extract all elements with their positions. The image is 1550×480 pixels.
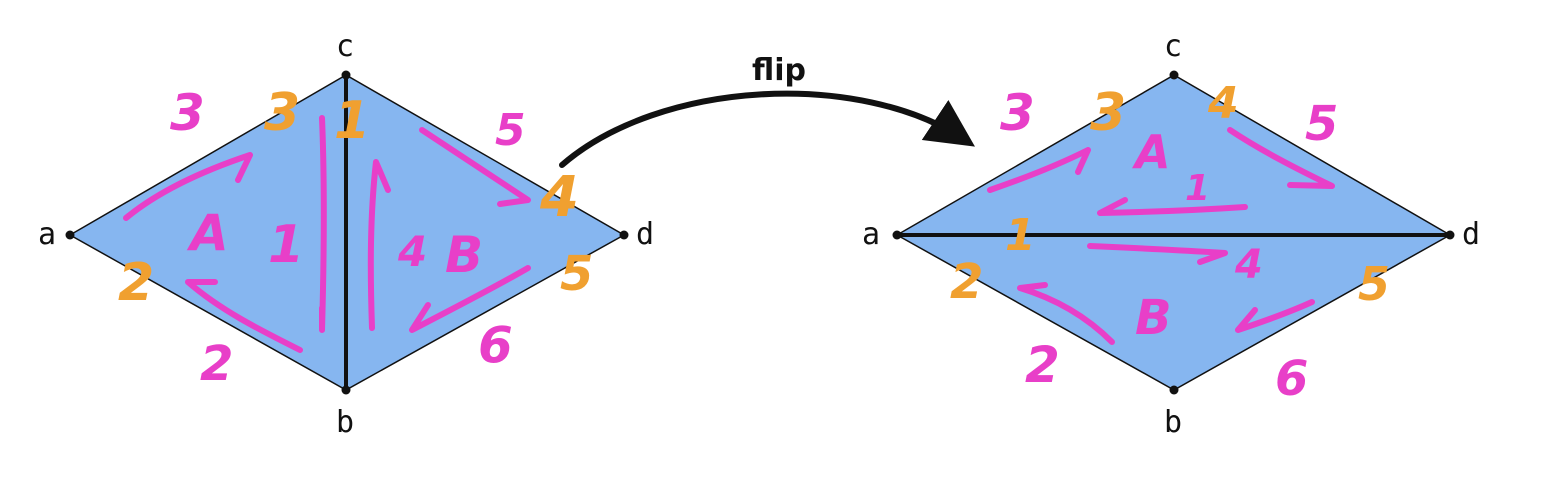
left-arrow-b-edge4 bbox=[367, 159, 391, 331]
left-num-4-magenta: 4 bbox=[397, 227, 427, 276]
right-num-3-orange: 3 bbox=[1090, 83, 1126, 143]
right-num-5-magenta: 5 bbox=[1305, 96, 1338, 152]
right-triangle-label-a: A bbox=[1132, 125, 1171, 179]
left-vertex-a bbox=[65, 230, 75, 240]
left-vertex-d bbox=[619, 230, 629, 240]
right-vertex-label-c: c bbox=[1164, 29, 1182, 64]
right-vertex-a bbox=[892, 230, 902, 240]
flip-arrow-curve bbox=[559, 90, 975, 168]
right-num-4-magenta: 4 bbox=[1234, 242, 1263, 288]
left-num-6-magenta: 6 bbox=[478, 316, 513, 374]
right-arrow-a-edge1 bbox=[1097, 197, 1248, 216]
right-num-1-orange: 1 bbox=[1005, 210, 1036, 261]
right-num-4-orange: 4 bbox=[1207, 78, 1239, 129]
left-num-1-orange: 1 bbox=[334, 91, 370, 151]
left-vertex-b bbox=[341, 385, 351, 395]
left-num-1-magenta: 1 bbox=[268, 215, 304, 275]
right-num-5-orange: 5 bbox=[1358, 257, 1390, 311]
left-vertex-label-c: c bbox=[336, 29, 354, 64]
flip-arrow: flip bbox=[559, 53, 975, 168]
left-arrow-b-edge6 bbox=[409, 265, 531, 333]
left-vertex-c bbox=[341, 70, 351, 80]
left-num-4-orange: 4 bbox=[539, 165, 579, 230]
left-vertex-label-a: a bbox=[38, 217, 56, 252]
left-mesh: a b c d A B 1 4 3 2 5 6 3 1 2 4 5 bbox=[38, 29, 654, 440]
left-num-2-orange: 2 bbox=[118, 253, 154, 313]
left-num-2-magenta: 2 bbox=[200, 336, 233, 392]
right-vertex-c bbox=[1169, 70, 1179, 80]
right-arrow-a-edge5 bbox=[1227, 127, 1335, 189]
right-arrow-b-edge4 bbox=[1087, 243, 1228, 265]
right-num-6-magenta: 6 bbox=[1275, 351, 1308, 407]
left-arrow-a-edge3 bbox=[123, 152, 253, 221]
flip-label: flip bbox=[752, 53, 806, 88]
right-mesh: a b c d A B 1 4 3 5 2 6 3 4 1 2 5 bbox=[862, 29, 1480, 440]
right-num-3-magenta: 3 bbox=[1000, 84, 1035, 142]
left-num-5-magenta: 5 bbox=[495, 105, 526, 156]
right-arrow-b-edge2 bbox=[1017, 282, 1115, 345]
right-arrow-b-edge6 bbox=[1235, 299, 1315, 333]
left-arrow-a-edge2 bbox=[185, 279, 303, 353]
right-vertex-label-b: b bbox=[1164, 405, 1182, 440]
left-vertex-label-b: b bbox=[336, 405, 354, 440]
left-triangle-label-b: B bbox=[445, 226, 483, 284]
right-vertex-label-d: d bbox=[1462, 217, 1480, 252]
left-num-5-orange: 5 bbox=[560, 246, 593, 302]
right-num-2-orange: 2 bbox=[950, 254, 983, 310]
right-vertex-d bbox=[1445, 230, 1455, 240]
left-arrow-a-edge1 bbox=[319, 115, 327, 333]
left-num-3-magenta: 3 bbox=[170, 84, 205, 142]
right-num-2-magenta: 2 bbox=[1025, 336, 1060, 394]
left-vertex-label-d: d bbox=[636, 217, 654, 252]
right-num-1-magenta: 1 bbox=[1185, 168, 1210, 209]
right-triangle-label-b: B bbox=[1135, 290, 1172, 346]
right-vertex-b bbox=[1169, 385, 1179, 395]
right-vertex-label-a: a bbox=[862, 217, 880, 252]
right-quad-fill bbox=[895, 74, 1452, 391]
left-triangle-label-a: A bbox=[186, 204, 229, 262]
left-arrow-b-edge5 bbox=[419, 127, 531, 207]
left-num-3-orange: 3 bbox=[264, 83, 300, 143]
right-arrow-a-edge3 bbox=[987, 147, 1091, 193]
